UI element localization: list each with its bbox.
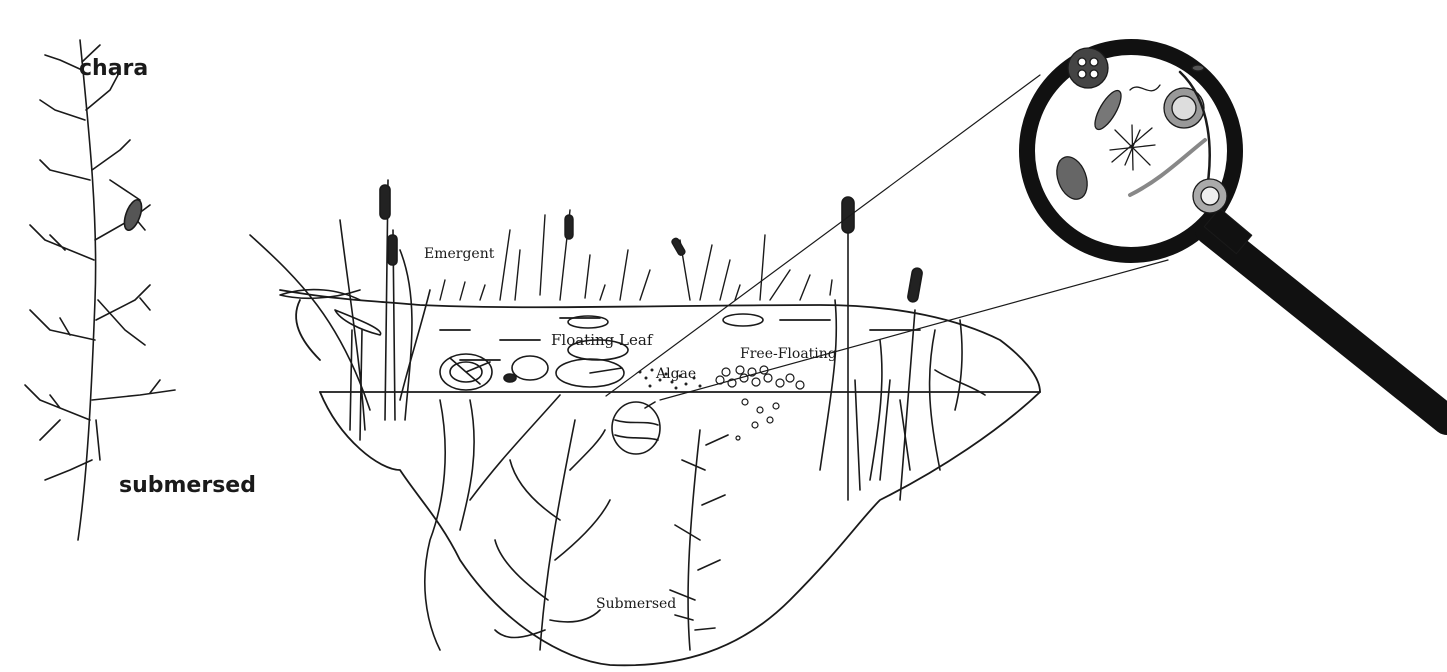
cattail-icon [250,180,430,440]
floating-leaf-label: Floating Leaf [551,331,652,349]
emergent-label: Emergent [424,246,494,262]
lily-pad-icon [440,314,763,390]
chara-label: chara [79,56,148,81]
back-bank-grasses [440,210,832,300]
algae-label: Algae [656,366,696,382]
free-floating-label: Free-Floating [740,346,837,362]
submersed-side-label: submersed [119,473,256,498]
algae-colony-icon [612,402,660,454]
chara-plant-icon [25,40,175,540]
magnifying-glass-icon [1027,47,1447,420]
submersed-plants [425,395,728,650]
free-floating-plants [716,366,804,440]
submersed-pond-label: Submersed [596,596,676,612]
